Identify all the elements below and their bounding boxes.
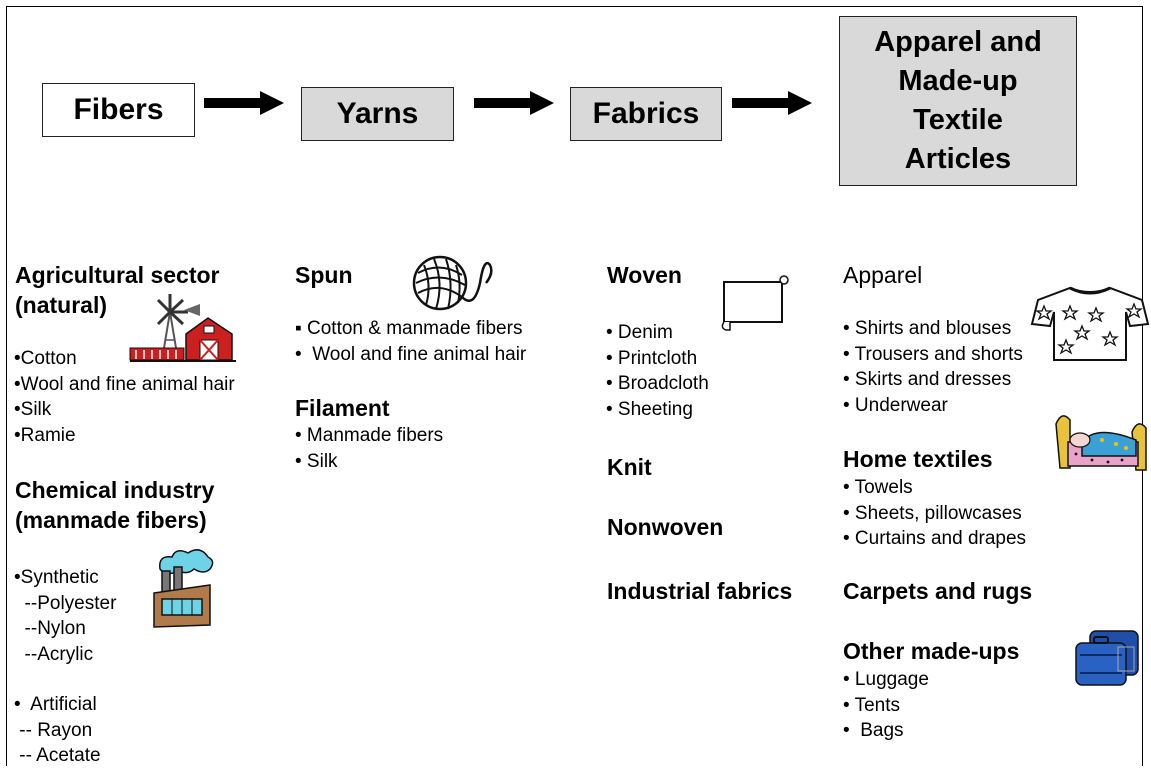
other-list: • Luggage • Tents • Bags [843, 667, 929, 744]
agri-title: Agricultural sector (natural) [15, 260, 220, 320]
factory-icon [153, 549, 214, 628]
synthetic-list: •Synthetic --Polyester --Nylon --Acrylic [14, 565, 116, 667]
apparel-list: • Shirts and blouses • Trousers and shor… [843, 316, 1023, 418]
list-item: • Denim [606, 322, 673, 343]
filament-list: • Manmade fibers • Silk [295, 423, 443, 474]
spun-list: ▪ Cotton & manmade fibers • Wool and fin… [295, 316, 526, 367]
agri-title-line: Agricultural sector [15, 262, 220, 288]
bed-icon [1055, 415, 1147, 471]
list-item: • Towels [843, 477, 913, 498]
list-item: • Wool and fine animal hair [295, 343, 527, 365]
apparel-title: Apparel [843, 262, 923, 288]
fabric-scroll-icon [721, 275, 789, 331]
artificial-list: • Artificial -- Rayon -- Acetate [14, 692, 101, 769]
stage-apparel-line: Articles [904, 143, 1012, 175]
stage-fibers: Fibers [42, 83, 195, 137]
agri-list: •Cotton •Wool and fine animal hair •Silk… [14, 346, 235, 448]
other-title: Other made-ups [843, 638, 1020, 664]
home-title: Home textiles [843, 446, 993, 472]
nonwoven-title: Nonwoven [607, 514, 724, 540]
chem-title-line: (manmade fibers) [15, 507, 207, 533]
list-item: • Artificial [14, 694, 97, 715]
list-item: • Shirts and blouses [843, 318, 1012, 339]
list-item: • Skirts and dresses [843, 369, 1012, 391]
list-item: •Cotton [14, 348, 77, 369]
list-item: -- Rayon [14, 719, 93, 741]
luggage-icon [1075, 630, 1139, 686]
knit-title: Knit [607, 454, 652, 480]
carpets-title: Carpets and rugs [843, 578, 1033, 604]
list-item: --Acrylic [14, 643, 94, 665]
filament-title: Filament [295, 395, 390, 421]
spun-title: Spun [295, 262, 353, 288]
stage-apparel-articles: Apparel and Made-up Textile Articles [839, 16, 1077, 186]
list-item: --Nylon [14, 618, 86, 640]
list-item: • Luggage [843, 669, 929, 690]
list-item: •Silk [14, 399, 52, 421]
farm-icon [129, 294, 236, 362]
chem-title-line: Chemical industry [15, 477, 215, 503]
list-item: • Silk [295, 450, 338, 472]
list-item: • Broadcloth [606, 373, 709, 395]
list-item: • Tents [843, 694, 900, 716]
arrow-icon [732, 91, 812, 115]
stage-fibers-label: Fibers [73, 93, 164, 126]
list-item: -- Acetate [14, 745, 101, 767]
stage-yarns: Yarns [301, 87, 454, 141]
list-item: • Bags [843, 720, 904, 742]
list-item: --Polyester [14, 592, 117, 614]
stage-apparel-line: Textile [913, 104, 1003, 136]
list-item: ▪ Cotton & manmade fibers [295, 318, 523, 339]
diagram-frame [6, 6, 1143, 766]
stage-apparel-line: Apparel and [874, 26, 1042, 58]
home-list: • Towels • Sheets, pillowcases • Curtain… [843, 475, 1026, 552]
list-item: • Curtains and drapes [843, 528, 1027, 550]
list-item: • Sheets, pillowcases [843, 502, 1022, 524]
list-item: •Synthetic [14, 567, 99, 588]
list-item: • Sheeting [606, 398, 693, 420]
industrial-title: Industrial fabrics [607, 578, 793, 604]
arrow-icon [474, 91, 554, 115]
stage-fabrics: Fabrics [570, 87, 722, 141]
list-item: • Trousers and shorts [843, 343, 1023, 365]
woven-title: Woven [607, 262, 682, 288]
list-item: • Underwear [843, 394, 948, 416]
list-item: • Printcloth [606, 347, 698, 369]
yarn-ball-icon [412, 255, 493, 311]
stage-fabrics-label: Fabrics [592, 97, 700, 130]
agri-title-line: (natural) [15, 292, 107, 318]
chem-title: Chemical industry (manmade fibers) [15, 475, 214, 535]
woven-list: • Denim • Printcloth • Broadcloth • Shee… [606, 320, 709, 422]
list-item: •Wool and fine animal hair [14, 373, 235, 395]
stage-apparel-line: Made-up [898, 65, 1018, 97]
stage-yarns-label: Yarns [336, 97, 419, 130]
list-item: • Manmade fibers [295, 425, 444, 446]
sweater-icon [1030, 286, 1150, 361]
list-item: •Ramie [14, 424, 76, 446]
arrow-icon [204, 91, 284, 115]
